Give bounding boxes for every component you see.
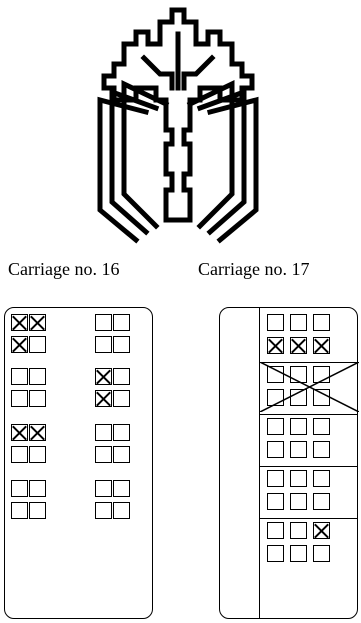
seat-available[interactable] (290, 493, 307, 510)
seat-available[interactable] (29, 336, 46, 353)
seat-available[interactable] (290, 470, 307, 487)
seat-occupied (95, 368, 112, 385)
carriage-17-label: Carriage no. 17 (198, 259, 309, 280)
seat-available[interactable] (29, 446, 46, 463)
seat-available[interactable] (29, 390, 46, 407)
seat-available[interactable] (95, 424, 112, 441)
carriage-16-label: Carriage no. 16 (8, 259, 119, 280)
seat-available[interactable] (313, 545, 330, 562)
seat-available[interactable] (29, 368, 46, 385)
compartment-divider (260, 414, 357, 415)
seat-available[interactable] (95, 314, 112, 331)
seat-available[interactable] (11, 390, 28, 407)
seat-available[interactable] (290, 545, 307, 562)
seat-available[interactable] (290, 314, 307, 331)
seat-available[interactable] (313, 470, 330, 487)
seat-available[interactable] (313, 441, 330, 458)
seat-available[interactable] (313, 314, 330, 331)
seat-available[interactable] (113, 502, 130, 519)
seat-occupied (267, 337, 284, 354)
seat-available[interactable] (113, 424, 130, 441)
seat-occupied (11, 336, 28, 353)
seat-occupied (95, 390, 112, 407)
seat-available[interactable] (113, 446, 130, 463)
seat-available[interactable] (11, 502, 28, 519)
seat-available[interactable] (267, 470, 284, 487)
seat-occupied (313, 522, 330, 539)
seat-available[interactable] (11, 368, 28, 385)
seat-occupied (11, 314, 28, 331)
compartment-unavailable-cross-icon (260, 362, 359, 412)
carriage-17-seat-map (219, 307, 358, 619)
seat-available[interactable] (113, 368, 130, 385)
seat-available[interactable] (113, 336, 130, 353)
compartment-divider (260, 466, 357, 467)
seat-available[interactable] (95, 502, 112, 519)
seat-occupied (11, 424, 28, 441)
seat-occupied (29, 424, 46, 441)
seat-available[interactable] (29, 502, 46, 519)
seat-available[interactable] (113, 314, 130, 331)
compartment-divider (260, 518, 357, 519)
seat-available[interactable] (267, 441, 284, 458)
seat-available[interactable] (267, 545, 284, 562)
seat-available[interactable] (290, 522, 307, 539)
seat-available[interactable] (95, 446, 112, 463)
seat-available[interactable] (313, 418, 330, 435)
carriage-16-seat-map (4, 307, 153, 619)
seat-available[interactable] (290, 441, 307, 458)
seat-available[interactable] (11, 480, 28, 497)
seat-available[interactable] (11, 446, 28, 463)
seat-available[interactable] (313, 493, 330, 510)
seat-available[interactable] (267, 493, 284, 510)
seat-available[interactable] (95, 336, 112, 353)
seat-occupied (29, 314, 46, 331)
seat-occupied (313, 337, 330, 354)
seat-available[interactable] (267, 522, 284, 539)
logo-icon (84, 4, 272, 244)
seat-available[interactable] (113, 390, 130, 407)
seat-available[interactable] (290, 418, 307, 435)
seat-available[interactable] (29, 480, 46, 497)
seat-available[interactable] (95, 480, 112, 497)
aisle-divider (259, 308, 260, 618)
seat-available[interactable] (267, 314, 284, 331)
seat-available[interactable] (113, 480, 130, 497)
seat-available[interactable] (267, 418, 284, 435)
seat-occupied (290, 337, 307, 354)
